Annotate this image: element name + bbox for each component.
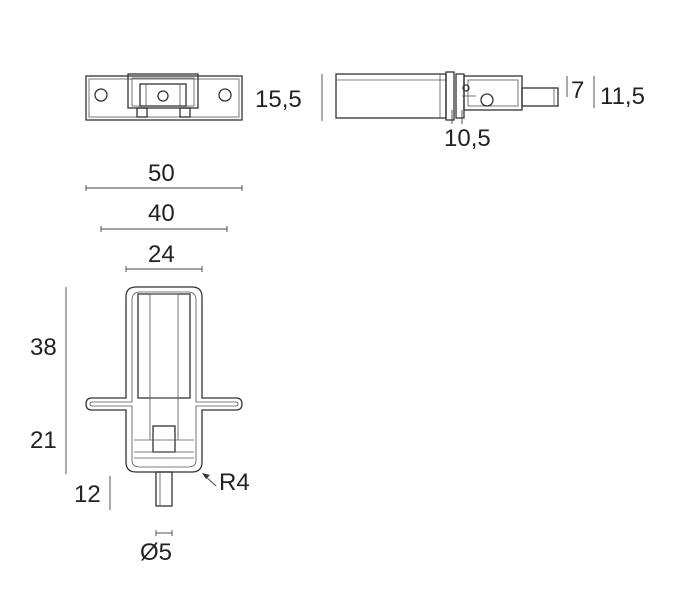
dim-pin-diameter: Ø5 [140,530,173,566]
top-view [85,286,243,507]
dim-pin-height: 7 [566,76,584,104]
dim-height-lower: 21 [30,407,67,474]
dim-height-lower-label: 21 [30,427,57,454]
dim-pin-diameter-label: Ø5 [140,539,172,566]
dim-side-height: 15,5 [255,74,323,121]
dim-height-upper: 38 [30,287,67,407]
dim-radius-label: R4 [219,469,250,496]
dim-width-middle-label: 40 [148,200,175,227]
side-view [335,71,559,121]
dim-width-middle: 40 [100,200,228,232]
dim-flange-gap-label: 10,5 [444,125,491,152]
dim-radius: R4 [202,469,250,496]
dim-width-outer: 50 [85,160,243,191]
dim-total-height-label: 11,5 [600,83,645,110]
dim-pin-length: 12 [74,476,111,510]
dim-height-upper-label: 38 [30,334,57,361]
dim-pin-height-label: 7 [571,77,584,104]
dim-width-outer-label: 50 [148,160,175,187]
dim-flange-gap: 10,5 [444,110,491,152]
front-view [85,73,243,121]
dim-width-inner: 24 [125,241,203,272]
dim-side-height-label: 15,5 [255,86,302,113]
dim-pin-length-label: 12 [74,481,101,508]
dim-total-height: 11,5 [593,76,645,110]
dim-width-inner-label: 24 [148,241,175,268]
